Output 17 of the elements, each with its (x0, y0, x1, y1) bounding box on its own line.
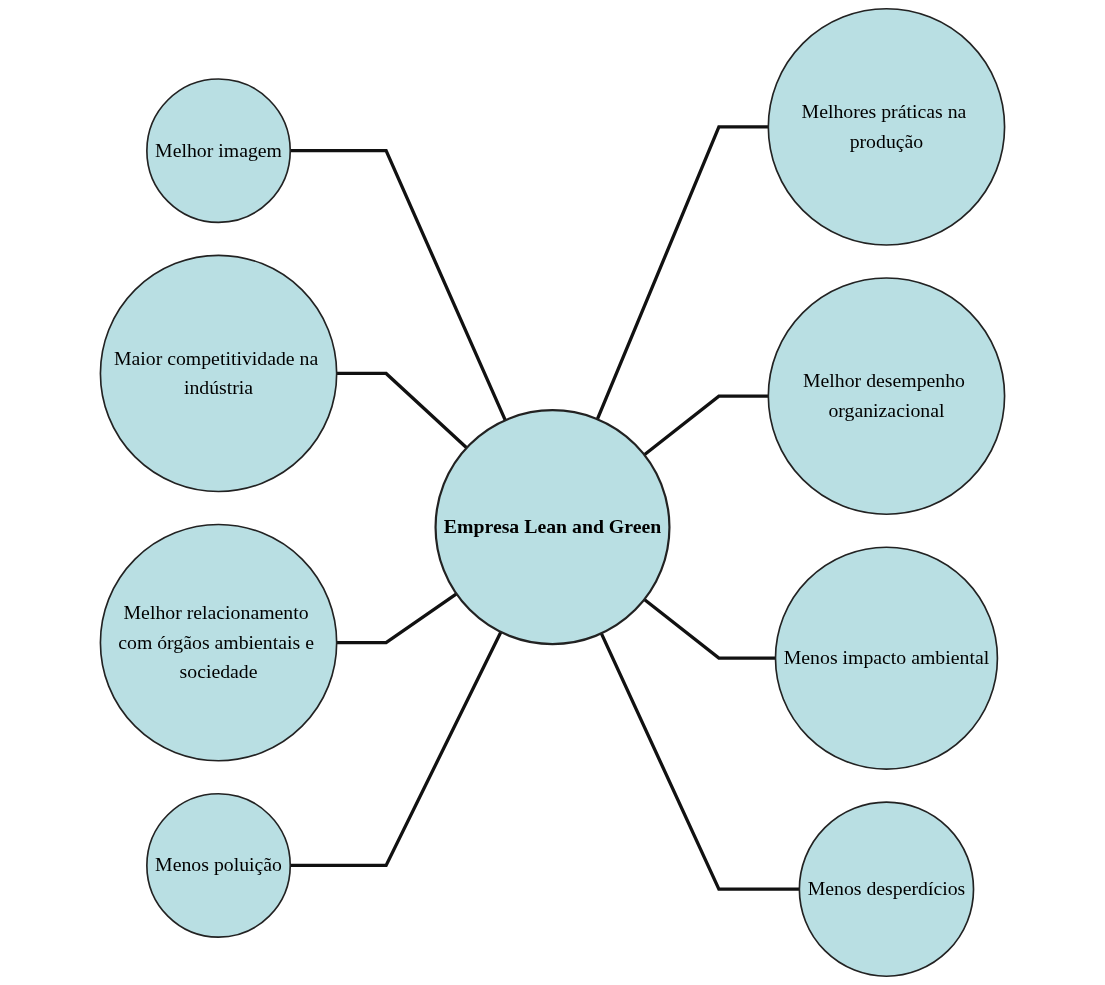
connector (595, 125, 769, 420)
node-circle: Melhores práticas na produção (767, 7, 1006, 246)
connector (643, 394, 769, 457)
node-circle: Maior competitividade na indústria (99, 254, 338, 493)
connector (336, 592, 458, 645)
node-circle: Menos poluição (146, 792, 292, 938)
node-circle: Menos impacto ambiental (774, 546, 999, 770)
connector (336, 371, 468, 449)
node-circle: Empresa Lean and Green (434, 409, 671, 646)
connector (643, 598, 776, 660)
node-circle: Melhor imagem (146, 78, 292, 224)
node-circle: Menos desperdícios (798, 801, 975, 978)
connector (290, 631, 503, 868)
node-circle: Melhor relacionamento com órgãos ambientais e sociedade (99, 523, 338, 762)
node-circle: Melhor desempenho organizacional (767, 277, 1006, 516)
connector (290, 149, 507, 421)
connector (599, 632, 800, 891)
